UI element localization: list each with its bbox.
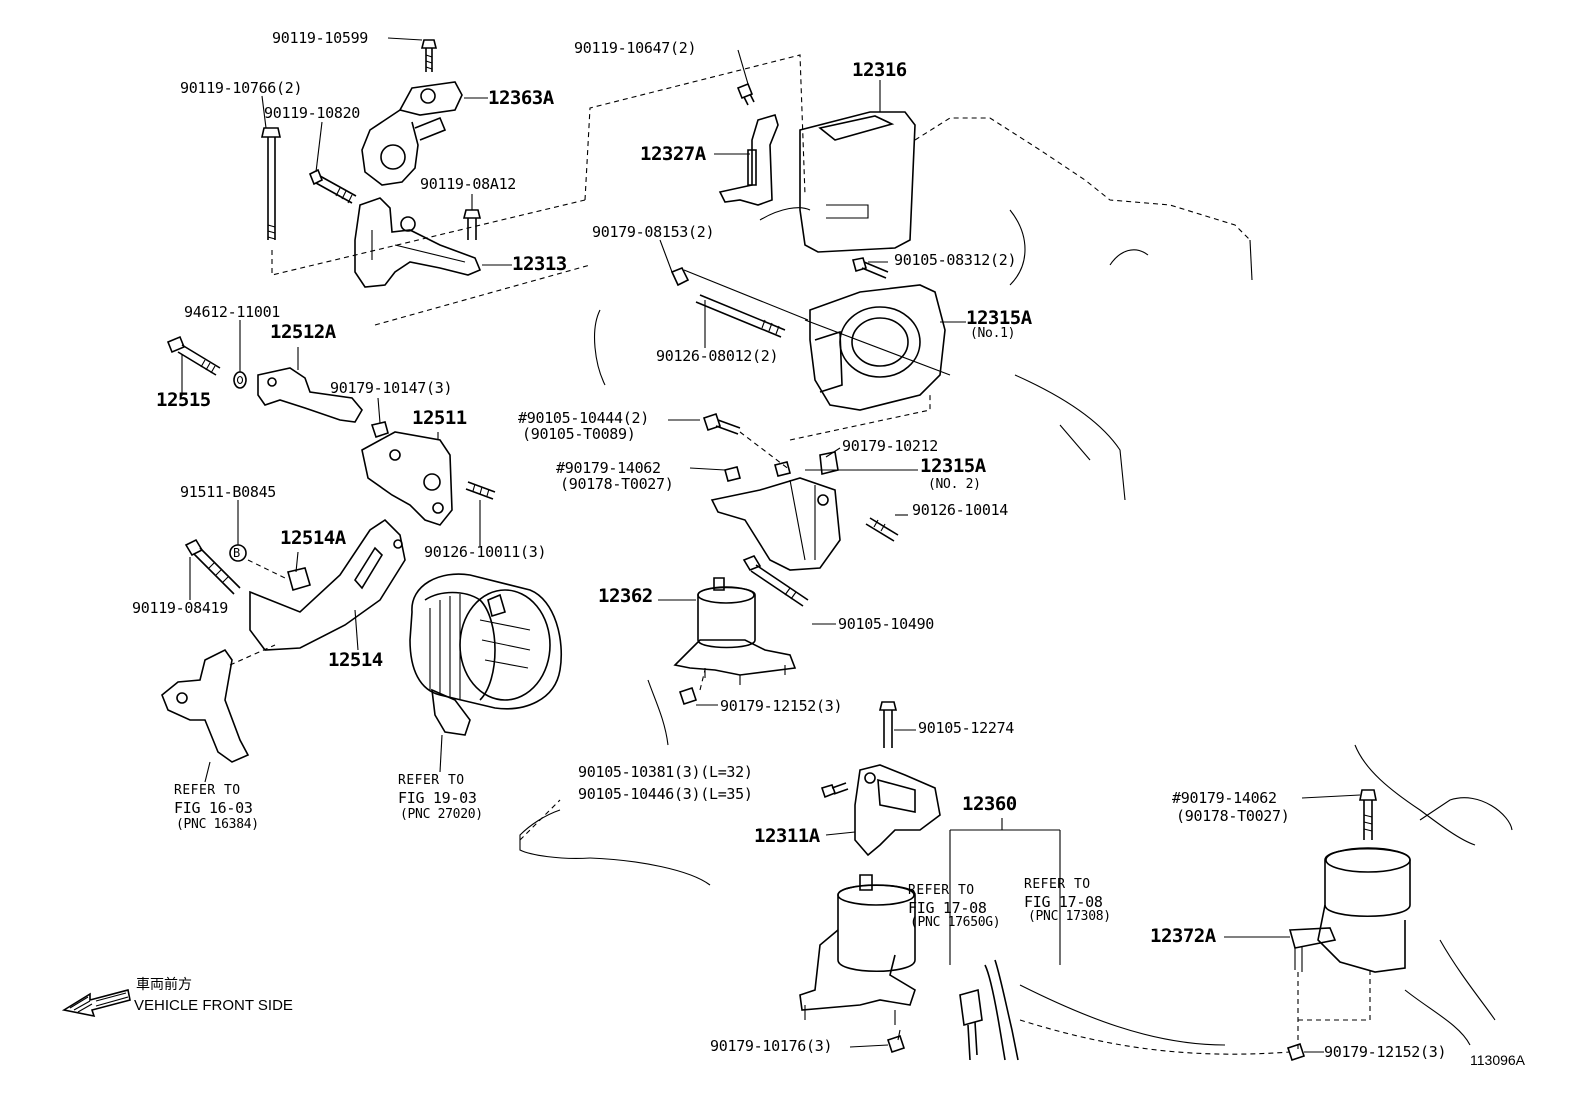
part-91511-B0845: 91511-B0845	[180, 483, 277, 501]
part-90119-10766: 90119-10766(2)	[180, 79, 303, 97]
part-12372A: 12372A	[1150, 925, 1216, 947]
part-90179-14062-a: #90179-14062	[556, 459, 661, 477]
figure-number: 113096A	[1470, 1052, 1526, 1068]
part-12315A-no2-sub: (NO. 2)	[928, 477, 981, 492]
part-90126-08012: 90126-08012(2)	[656, 347, 779, 365]
engine-outline-bottom	[519, 799, 711, 886]
part-90126-10014: 90126-10014	[912, 501, 1009, 519]
part-90119-08419: 90119-08419	[132, 599, 229, 617]
mount-12362-drawing	[647, 555, 809, 746]
part-90126-10011: 90126-10011(3)	[424, 543, 547, 561]
part-90105-12274: 90105-12274	[918, 719, 1015, 737]
part-90179-08153: 90179-08153(2)	[592, 223, 715, 241]
part-90105-10381: 90105-10381(3)(L=32)	[578, 763, 753, 781]
vehicle-front-arrow	[61, 989, 131, 1018]
bracket-12514-drawing	[161, 518, 406, 783]
refer-fig-16-03-line3: (PNC 16384)	[176, 817, 259, 832]
part-94612-11001: 94612-11001	[184, 303, 281, 321]
alternator-drawing	[409, 573, 562, 773]
vehicle-front-label-en: VEHICLE FRONT SIDE	[134, 997, 293, 1014]
bracket-12315A-no1-drawing	[670, 257, 1126, 501]
part-90179-12152-b: 90179-12152(3)	[1324, 1043, 1447, 1061]
vehicle-front-label-jp: 車両前方	[136, 976, 192, 992]
refer-fig-19-03-line1: REFER TO	[398, 773, 465, 788]
refer-fig-17-08-b-line2: FIG 17-08	[1024, 893, 1103, 911]
part-90179-12152-a: 90179-12152(3)	[720, 697, 843, 715]
refer-fig-17-08-a-line2: FIG 17-08	[908, 899, 987, 917]
part-90105-T0089: (90105-T0089)	[522, 425, 636, 443]
refer-fig-16-03-line2: FIG 16-03	[174, 799, 253, 817]
circle-b-marker: B	[233, 546, 240, 560]
part-90178-T0027-b: (90178-T0027)	[1176, 807, 1290, 825]
part-90119-10820: 90119-10820	[264, 104, 361, 122]
part-90179-14062-b: #90179-14062	[1172, 789, 1277, 807]
part-90105-10446: 90105-10446(3)(L=35)	[578, 785, 753, 803]
part-12315A-no1: 12315A	[966, 307, 1032, 329]
refer-fig-19-03-line2: FIG 19-03	[398, 789, 477, 807]
part-12514: 12514	[328, 649, 383, 671]
refer-fig-17-08-a-line1: REFER TO	[908, 883, 975, 898]
part-12315A-no1-sub: (No.1)	[970, 326, 1016, 341]
mount-12372A-drawing	[1019, 744, 1513, 1062]
part-12360: 12360	[962, 793, 1017, 815]
bracket-12316-drawing	[584, 54, 1253, 386]
part-90179-10176: 90179-10176(3)	[710, 1037, 833, 1055]
part-90119-10647: 90119-10647(2)	[574, 39, 697, 57]
refer-fig-19-03-line3: (PNC 27020)	[400, 807, 483, 822]
part-90105-10490: 90105-10490	[838, 615, 935, 633]
leader-lines	[181, 37, 1361, 1053]
refer-fig-17-08-b-line3: (PNC 17308)	[1028, 909, 1111, 924]
part-90119-10599: 90119-10599	[272, 29, 369, 47]
bracket-12511-drawing	[166, 335, 496, 526]
part-90179-10147: 90179-10147(3)	[330, 379, 453, 397]
part-90105-10444: #90105-10444(2)	[518, 409, 649, 427]
part-12514A: 12514A	[280, 527, 346, 549]
part-12512A: 12512A	[270, 321, 336, 343]
part-12515: 12515	[156, 389, 211, 411]
part-90119-08A12: 90119-08A12	[420, 175, 517, 193]
mount-12363A-drawing	[261, 39, 591, 326]
part-12316: 12316	[852, 59, 907, 81]
refer-fig-16-03-line1: REFER TO	[174, 783, 241, 798]
refer-fig-17-08-a-line3: (PNC 17650G)	[910, 915, 1001, 930]
part-12315A-no2: 12315A	[920, 455, 986, 477]
part-12511: 12511	[412, 407, 467, 429]
refer-fig-17-08-b-line1: REFER TO	[1024, 877, 1091, 892]
part-12313: 12313	[512, 253, 567, 275]
part-90178-T0027-a: (90178-T0027)	[560, 475, 674, 493]
part-12362: 12362	[598, 585, 653, 607]
mount-12360-drawing	[799, 701, 1226, 1061]
part-90179-10212: 90179-10212	[842, 437, 939, 455]
part-12311A: 12311A	[754, 825, 820, 847]
part-12327A: 12327A	[640, 143, 706, 165]
part-12363A: 12363A	[488, 87, 554, 109]
part-90105-08312: 90105-08312(2)	[894, 251, 1017, 269]
